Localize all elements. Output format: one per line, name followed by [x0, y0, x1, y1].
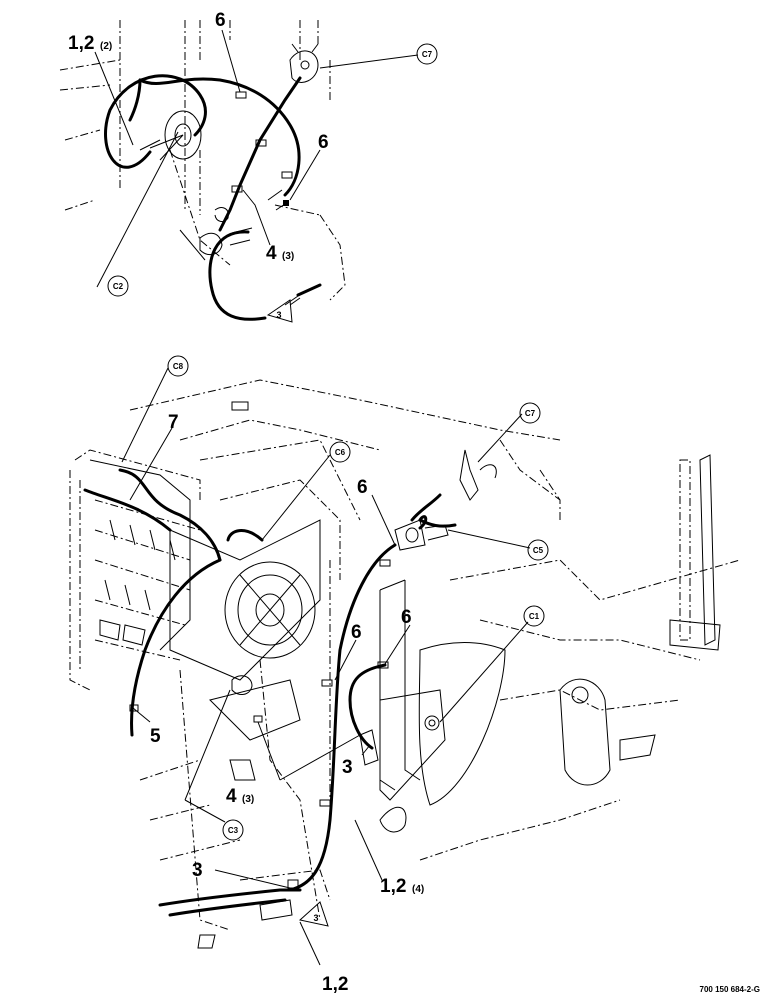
bottom-callout-c8: C8 — [167, 355, 189, 377]
label-1-2: 1,2 — [68, 33, 94, 54]
bottom-label-4: 4 (3) — [226, 786, 254, 807]
label-4: 4 — [266, 243, 277, 264]
figure-id: 700 150 684-2-G — [699, 985, 761, 994]
bottom-callout-c1: C1 — [523, 605, 545, 627]
label-qty: (3) — [242, 794, 254, 805]
top-label-1-2: 1,2 (2) — [68, 33, 112, 54]
top-callout-c7: C7 — [416, 43, 438, 65]
label-qty: (4) — [412, 884, 424, 895]
bottom-view-harness — [83, 468, 457, 917]
top-view-harness — [104, 74, 322, 321]
callout-c1-text: C1 — [529, 612, 540, 621]
callout-c7-text: C7 — [422, 50, 433, 59]
top-callout-c2: C2 — [107, 275, 129, 297]
callout-c8-text: C8 — [173, 362, 184, 371]
bottom-label-7: 7 — [168, 412, 179, 433]
bottom-triangle-3: 3 — [298, 901, 329, 927]
label-1-2: 1,2 — [380, 876, 406, 897]
triangle-3-text: 3 — [313, 913, 318, 923]
top-view-leaders — [94, 29, 419, 306]
label-qty: (3) — [282, 251, 294, 262]
bottom-view-leaders — [121, 367, 531, 966]
callout-c5-text: C5 — [533, 546, 544, 555]
bottom-label-1-2-qty: 1,2 (4) — [380, 876, 424, 897]
bottom-callout-c6: C6 — [329, 441, 351, 463]
bottom-view-clamps — [129, 559, 391, 889]
top-triangle-3: 3 — [266, 299, 293, 323]
bottom-label-3b: 3 — [192, 860, 203, 881]
top-label-4: 4 (3) — [266, 243, 294, 264]
top-view-connector-c7 — [289, 43, 319, 83]
bottom-view-structure — [69, 379, 741, 949]
top-label-6a: 6 — [215, 10, 226, 31]
label-qty: (2) — [100, 41, 112, 52]
bottom-label-5: 5 — [150, 726, 161, 747]
bottom-label-1-2: 1,2 — [322, 974, 348, 995]
top-view-clamps — [231, 91, 293, 206]
bottom-label-3a: 3 — [342, 757, 353, 778]
bottom-view-connectors — [231, 449, 497, 766]
callout-c2-text: C2 — [113, 282, 124, 291]
top-label-6b: 6 — [318, 132, 329, 153]
callout-c7-text: C7 — [525, 409, 536, 418]
callout-c3-text: C3 — [228, 826, 239, 835]
callout-c6-text: C6 — [335, 448, 346, 457]
bottom-label-6c: 6 — [401, 607, 412, 628]
bottom-callout-c3: C3 — [222, 819, 244, 841]
bottom-callout-c7: C7 — [519, 402, 541, 424]
bottom-label-6b: 6 — [351, 622, 362, 643]
bottom-label-6a: 6 — [357, 477, 368, 498]
triangle-3-text: 3 — [276, 310, 281, 320]
bottom-callout-c5: C5 — [527, 539, 549, 561]
label-4: 4 — [226, 786, 237, 807]
